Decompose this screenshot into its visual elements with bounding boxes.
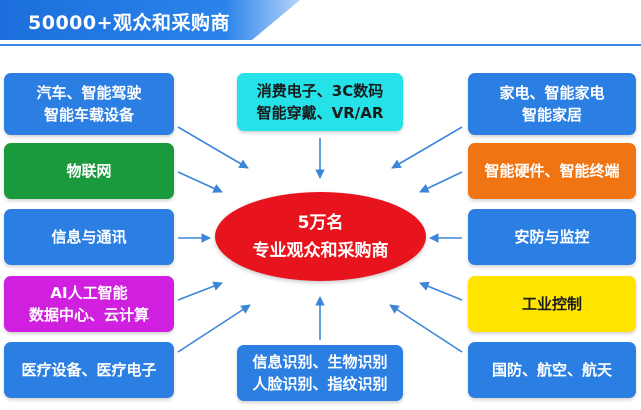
arrow-left-4 <box>177 281 223 301</box>
box-identification-line-2: 人脸识别、指纹识别 <box>252 375 388 393</box>
arrow-left-5 <box>177 304 251 353</box>
box-home-appliances: 家电、智能家电 智能家居 <box>468 73 636 135</box>
box-home-appliances-line-1: 家电、智能家电 <box>499 84 605 102</box>
box-ict: 信息与通讯 <box>4 209 174 265</box>
box-ict-line-1: 信息与通讯 <box>51 228 127 246</box>
box-smart-hardware: 智能硬件、智能终端 <box>468 143 636 199</box>
box-industrial-control: 工业控制 <box>468 276 636 332</box>
box-aerospace-line-1: 国防、航空、航天 <box>491 361 612 379</box>
header-banner <box>0 0 300 40</box>
box-ai: AI人工智能 数据中心、云计算 <box>4 276 174 332</box>
box-security-line-1: 安防与监控 <box>514 228 590 246</box>
box-smart-hardware-line-1: 智能硬件、智能终端 <box>484 162 620 180</box>
box-iot: 物联网 <box>4 143 174 199</box>
box-aerospace: 国防、航空、航天 <box>468 342 636 398</box>
arrow-left-2 <box>177 171 223 193</box>
box-automotive-line-2: 智能车载设备 <box>43 106 134 124</box>
box-ai-line-1: AI人工智能 <box>50 284 128 302</box>
box-medical: 医疗设备、医疗电子 <box>4 342 174 398</box>
box-consumer-electronics: 消费电子、3C数码 智能穿戴、VR/AR <box>237 73 403 131</box>
box-ai-line-2: 数据中心、云计算 <box>28 306 149 324</box>
arrow-left-1 <box>177 126 249 169</box>
box-home-appliances-line-2: 智能家居 <box>521 106 582 124</box>
box-consumer-electronics-line-1: 消费电子、3C数码 <box>256 82 384 100</box>
box-medical-line-1: 医疗设备、医疗电子 <box>21 361 157 379</box>
arrow-right-1 <box>391 126 463 169</box>
box-identification: 信息识别、生物识别 人脸识别、指纹识别 <box>237 345 403 401</box>
box-industrial-control-line-1: 工业控制 <box>521 295 582 313</box>
center-ellipse: 5万名 专业观众和采购商 <box>215 192 426 281</box>
center-line-2: 专业观众和采购商 <box>252 240 389 261</box>
arrow-right-4 <box>419 281 463 301</box>
box-consumer-electronics-line-2: 智能穿戴、VR/AR <box>256 104 384 122</box>
box-security: 安防与监控 <box>468 209 636 265</box>
box-identification-line-1: 信息识别、生物识别 <box>252 353 388 371</box>
arrow-right-2 <box>419 171 463 193</box>
arrow-right-5 <box>389 304 463 353</box>
header-divider <box>0 44 641 46</box>
box-automotive-line-1: 汽车、智能驾驶 <box>36 84 142 102</box>
center-line-1: 5万名 <box>297 212 344 233</box>
header-title: 50000+观众和采购商 <box>28 12 231 34</box>
box-iot-line-1: 物联网 <box>66 162 112 180</box>
box-automotive: 汽车、智能驾驶 智能车载设备 <box>4 73 174 135</box>
